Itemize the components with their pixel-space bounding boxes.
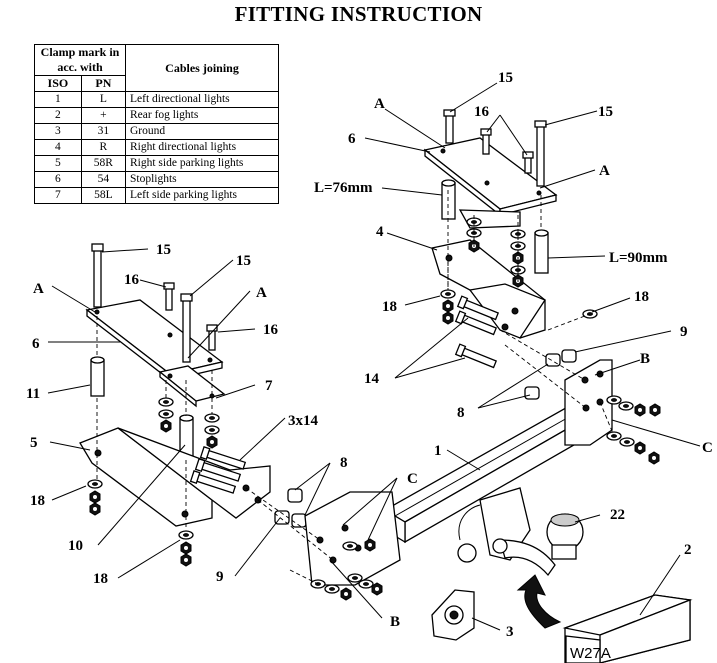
bolt-15-top-right-b (534, 120, 547, 187)
label-14: 14 (364, 371, 380, 387)
label-8-left: 8 (340, 455, 348, 471)
pn-cell: + (80, 107, 127, 124)
spacer-90mm (534, 229, 549, 274)
label-18-right: 18 (634, 289, 649, 305)
label-15-top: 15 (498, 70, 513, 86)
washer-18-right-upper (440, 289, 456, 325)
washer-18-bottom-left (178, 530, 194, 567)
mount-plate-right (564, 359, 613, 446)
spacer-11 (90, 356, 105, 397)
desc-cell: Stoplights (125, 171, 279, 188)
cables-joining-header: Cables joining (125, 44, 279, 92)
label-18-left: 18 (30, 493, 45, 509)
bolt-15-left-a (91, 243, 104, 308)
upper-plate-left (85, 299, 224, 382)
label-6-top: 6 (348, 131, 356, 147)
label-15-left: 15 (156, 242, 171, 258)
pn-cell: 58R (80, 155, 127, 172)
label-2: 2 (684, 542, 692, 558)
label-15-left-b: 15 (236, 253, 251, 269)
label-length-90: L=90mm (609, 250, 668, 266)
label-11: 11 (26, 386, 40, 402)
bolts-14 (454, 295, 500, 369)
bolt-16-top-right (480, 128, 534, 174)
cable-joining-table: Clamp mark in acc. with Cables joining I… (34, 44, 279, 204)
label-a-left-b: A (256, 285, 267, 301)
label-9-right: 9 (680, 324, 688, 340)
label-5: 5 (30, 435, 38, 451)
upper-plate-right (423, 137, 558, 217)
label-18-bottom: 18 (93, 571, 108, 587)
small-plate-7 (158, 365, 226, 408)
assembly-arrow (516, 574, 562, 629)
label-3: 3 (506, 624, 514, 640)
assembly-dashed-lines (96, 190, 615, 585)
spacers-left (274, 488, 307, 528)
label-16-left-b: 16 (263, 322, 279, 338)
label-c-right: C (702, 440, 713, 456)
mount-plate-left (304, 491, 401, 586)
leader-lines (47, 82, 701, 631)
bolt-15-left-b (180, 293, 193, 363)
page-title: FITTING INSTRUCTION (234, 2, 483, 26)
bolt-15-top-right-a (443, 109, 456, 144)
label-b-right: B (640, 351, 650, 367)
spacer-76mm (441, 179, 456, 220)
socket-plate (431, 589, 475, 641)
spacers-right (524, 349, 577, 400)
label-10: 10 (68, 538, 83, 554)
label-b-left: B (390, 614, 400, 630)
box-label: W27A (570, 645, 611, 662)
label-6-left: 6 (32, 336, 40, 352)
label-7: 7 (265, 378, 273, 394)
packaging-box (562, 594, 693, 663)
label-16-left: 16 (124, 272, 140, 288)
pn-header: PN (80, 75, 127, 92)
clamp-mark-header: Clamp mark in acc. with (34, 44, 126, 76)
label-8-right: 8 (457, 405, 465, 421)
label-c-left: C (407, 471, 418, 487)
desc-cell: Right directional lights (125, 139, 279, 156)
label-18-mid: 18 (382, 299, 397, 315)
tow-ball-assembly (457, 487, 584, 577)
desc-cell: Left side parking lights (125, 187, 279, 204)
label-a-top-left: A (374, 96, 385, 112)
label-15-top-right: 15 (598, 104, 613, 120)
spacer-10 (179, 414, 194, 459)
pn-cell: 58L (80, 187, 127, 204)
label-length-76: L=76mm (314, 180, 373, 196)
label-a-left: A (33, 281, 44, 297)
desc-cell: Right side parking lights (125, 155, 279, 172)
bolts-3x14 (189, 446, 247, 494)
label-1: 1 (434, 443, 442, 459)
washer-18-left (87, 479, 103, 516)
label-9-left: 9 (216, 569, 224, 585)
side-bracket-right (431, 209, 546, 339)
fastener-stack-right (606, 395, 661, 465)
label-4: 4 (376, 224, 384, 240)
label-a-top-right: A (599, 163, 610, 179)
label-22: 22 (610, 507, 625, 523)
label-16-top: 16 (474, 104, 490, 120)
label-3x14: 3x14 (288, 413, 319, 429)
side-bracket-left (79, 427, 271, 527)
